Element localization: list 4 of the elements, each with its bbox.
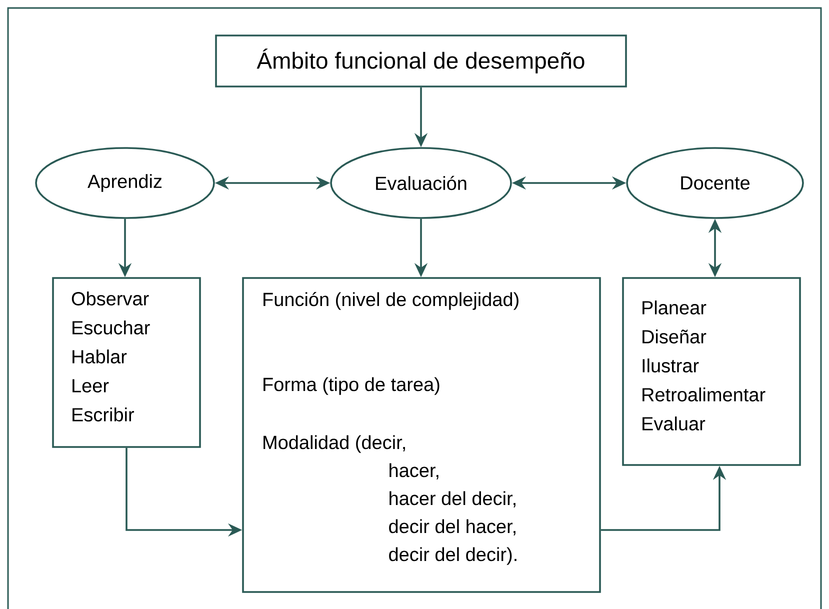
list-box: Observar Escuchar Hablar Leer Escribir (52, 277, 201, 448)
title-box: Ámbito funcional de desempeño (215, 34, 627, 88)
list-box: Planear Diseñar Ilustrar Retroalimentar Evaluar (622, 277, 801, 466)
criteria-box: Función (nivel de complejidad) Forma (tipo de tarea) Modalidad (decir, hacer, hacer del decir, decir del hacer, decir del decir). (242, 277, 601, 593)
